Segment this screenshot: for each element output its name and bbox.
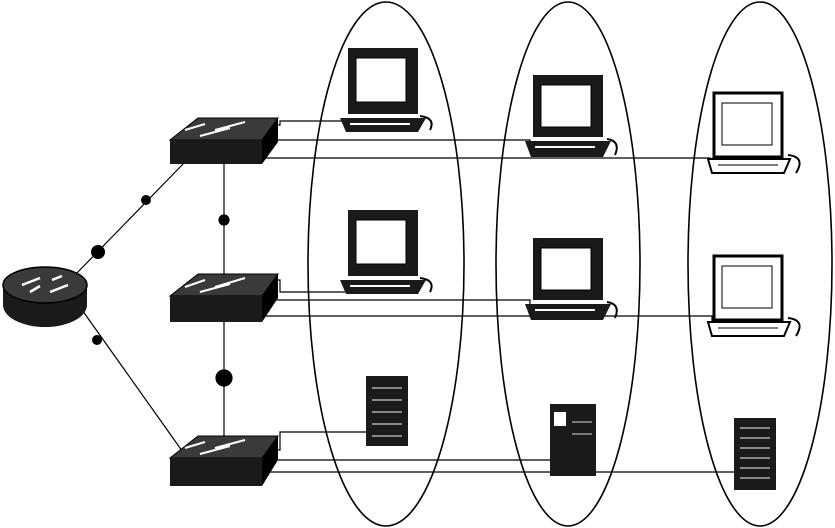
switch-icon xyxy=(168,117,279,164)
switch-backbone xyxy=(215,163,233,438)
group-ellipses xyxy=(307,1,833,527)
link-switch1-device xyxy=(262,157,711,163)
workstation-icon xyxy=(525,238,618,320)
workstation-icon xyxy=(525,75,618,157)
switch-icon xyxy=(168,435,279,486)
group-ellipse-2 xyxy=(495,1,641,527)
link-marker-icon xyxy=(92,335,102,345)
workstation-icon xyxy=(706,91,801,174)
link-marker-icon xyxy=(141,195,151,205)
server-icon xyxy=(550,404,596,476)
link-markers xyxy=(91,195,151,345)
server-icon xyxy=(734,418,776,490)
workstation-icon xyxy=(340,48,433,132)
link-marker-icon xyxy=(218,214,230,226)
link-switch1-device xyxy=(262,139,531,148)
link-switch2-device xyxy=(262,299,531,306)
router-icon xyxy=(2,266,88,327)
router-links xyxy=(74,161,186,456)
link-marker-icon xyxy=(91,245,105,259)
link-router-switch-3 xyxy=(74,299,186,456)
server-icon xyxy=(366,376,408,446)
workstation-icon xyxy=(706,254,801,337)
switch-icon xyxy=(168,273,279,322)
workstation-icon xyxy=(340,210,433,294)
group-ellipse-1 xyxy=(307,1,465,527)
device-links xyxy=(262,120,735,473)
link-router-switch-1 xyxy=(74,161,186,276)
link-switch2-device xyxy=(262,315,713,322)
group-ellipse-3 xyxy=(687,1,833,527)
link-marker-icon xyxy=(215,369,233,387)
